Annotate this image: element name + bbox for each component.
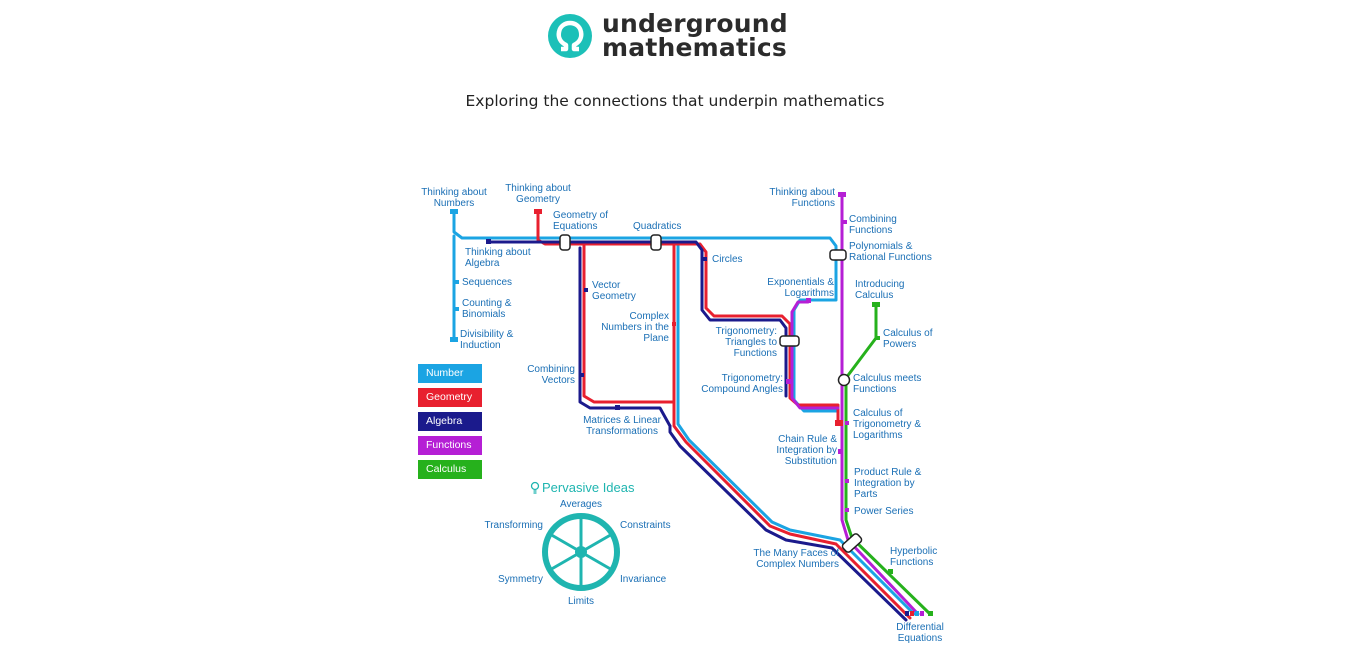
geometry-line-west: [582, 244, 676, 404]
lightbulb-icon: [530, 481, 540, 494]
station-circles[interactable]: Circles: [712, 254, 743, 265]
station-polynomials[interactable]: Polynomials &Rational Functions: [849, 241, 932, 263]
algebra-line: [488, 240, 788, 398]
site-logo[interactable]: underground mathematics: [546, 9, 788, 66]
omega-logo-icon: [548, 14, 592, 58]
station-trig-compound[interactable]: Trigonometry:Compound Angles: [701, 373, 783, 395]
pervasive-averages[interactable]: Averages: [560, 499, 602, 510]
algebra-line-south: [668, 424, 908, 622]
number-line: [452, 210, 840, 418]
logo-line-1: underground: [602, 9, 788, 38]
legend-geometry[interactable]: Geometry: [418, 388, 482, 407]
interchange-geometry-equations[interactable]: [559, 234, 571, 251]
tagline: Exploring the connections that underpin …: [465, 92, 885, 110]
number-line-south: [676, 240, 916, 616]
interchange-quadratics[interactable]: [650, 234, 662, 251]
pervasive-constraints[interactable]: Constraints: [620, 520, 671, 531]
station-counting[interactable]: Counting &Binomials: [462, 298, 512, 320]
logo-line-2: mathematics: [602, 33, 787, 62]
station-ticks: [450, 192, 933, 616]
legend-algebra[interactable]: Algebra: [418, 412, 482, 431]
station-sequences[interactable]: Sequences: [462, 277, 512, 288]
station-power-series[interactable]: Power Series: [854, 506, 913, 517]
legend-number[interactable]: Number: [418, 364, 482, 383]
interchanges: [559, 234, 863, 554]
pervasive-limits[interactable]: Limits: [568, 596, 594, 607]
functions-line: [840, 193, 920, 616]
station-quadratics[interactable]: Quadratics: [633, 221, 681, 232]
legend-functions[interactable]: Functions: [418, 436, 482, 455]
interchange-polynomials[interactable]: [829, 249, 847, 261]
interchange-many-faces[interactable]: [841, 533, 863, 554]
calculus-line: [844, 302, 932, 616]
legend-calculus[interactable]: Calculus: [418, 460, 482, 479]
pervasive-wheel-icon[interactable]: [542, 513, 620, 591]
pervasive-symmetry[interactable]: Symmetry: [498, 574, 543, 585]
station-divisibility[interactable]: Divisibility &Induction: [460, 329, 514, 351]
station-exponentials[interactable]: Exponentials &Logarithms: [767, 277, 834, 299]
pervasive-transforming[interactable]: Transforming: [484, 520, 543, 531]
functions-line-branch: [790, 300, 840, 410]
interchange-trig-triangles[interactable]: [779, 335, 800, 347]
geometry-line-south: [672, 244, 912, 620]
pervasive-ideas-title: Pervasive Ideas: [542, 480, 635, 495]
interchange-calculus-meets[interactable]: [837, 373, 851, 387]
pervasive-invariance[interactable]: Invariance: [620, 574, 667, 585]
pervasive-ideas: Pervasive Ideas Averages Constraints Inv…: [484, 480, 670, 607]
algebra-line-west: [578, 246, 672, 428]
